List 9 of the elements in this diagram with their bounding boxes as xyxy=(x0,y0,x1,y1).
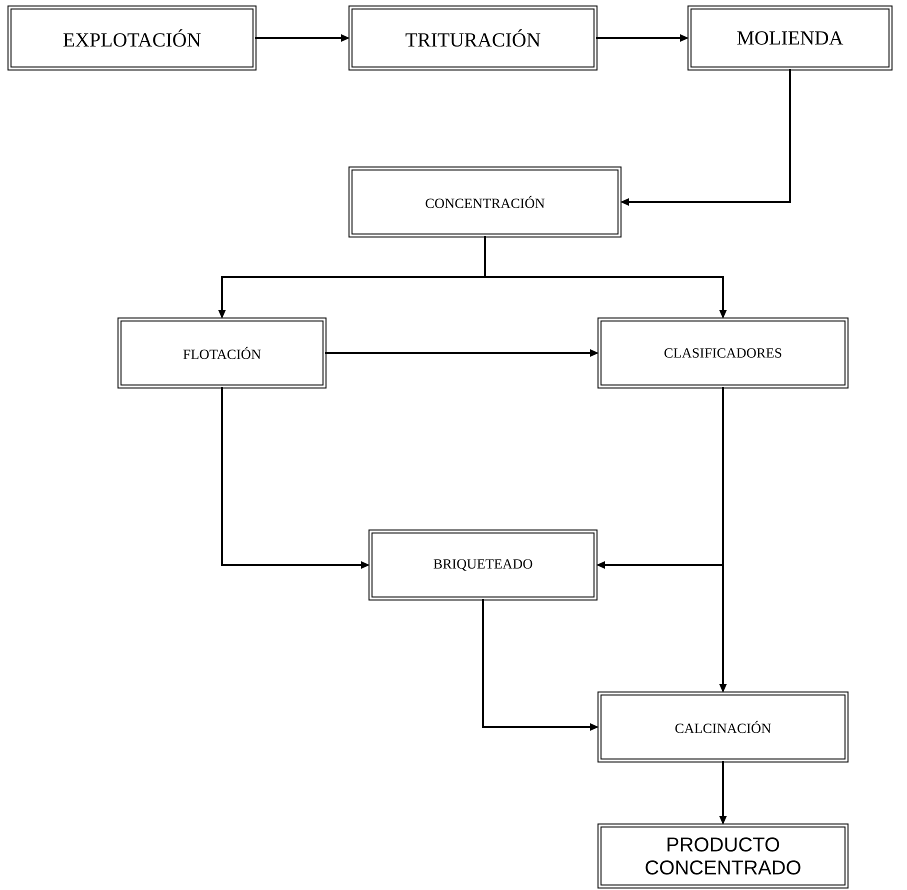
process-box: PRODUCTO CONCENTRADO xyxy=(598,824,848,888)
process-box: CLASIFICADORES xyxy=(598,318,848,388)
process-box: EXPLOTACIÓN xyxy=(8,6,256,70)
process-box: TRITURACIÓN xyxy=(348,6,598,70)
process-box: CONCENTRACIÓN xyxy=(348,166,622,238)
process-box: FLOTACIÓN xyxy=(118,318,326,388)
process-box: BRIQUETEADO xyxy=(368,530,598,600)
process-box: MOLIENDA xyxy=(688,6,892,70)
process-box: CALCINACIÓN xyxy=(598,692,848,762)
